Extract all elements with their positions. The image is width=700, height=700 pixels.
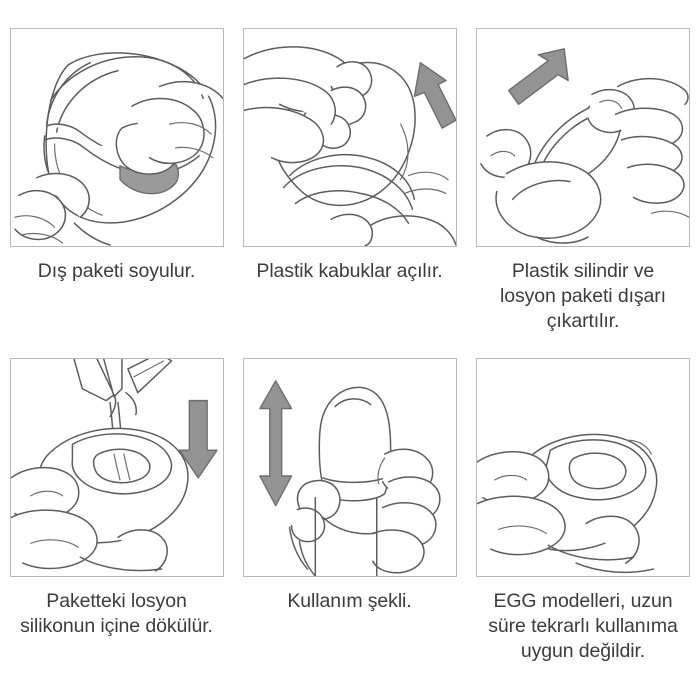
step-5-caption: Kullanım şekli. — [242, 589, 457, 614]
step-2-illustration-frame — [242, 28, 457, 247]
step-2-caption: Plastik kabuklar açılır. — [242, 259, 457, 284]
egg-single-use-warning-drawing — [477, 433, 658, 574]
caption-line: çıkartılır. — [546, 310, 620, 332]
step-3-illustration-frame — [476, 28, 690, 247]
caption-line: Plastik silindir ve — [511, 260, 655, 282]
step-5-illustration-frame — [242, 358, 457, 577]
step-3: Plastik silindir ve losyon paketi dışarı… — [466, 28, 700, 358]
step-6-caption: EGG modelleri, uzun süre tekrarlı kullan… — [476, 589, 691, 664]
step-1: Dış paketi soyulur. — [0, 28, 233, 358]
step-6-illustration-frame — [476, 358, 690, 577]
step-4: Paketteki losyon silikonun içine dökülür… — [0, 358, 233, 688]
caption-line: süre tekrarlı kullanıma — [488, 615, 678, 637]
step-4-caption: Paketteki losyon silikonun içine dökülür… — [9, 589, 224, 639]
step-6: EGG modelleri, uzun süre tekrarlı kullan… — [466, 358, 700, 688]
step-2: Plastik kabuklar açılır. — [233, 28, 466, 358]
peeling-outer-package-drawing — [13, 52, 223, 246]
step-4-illustration-frame — [9, 358, 224, 577]
step-3-caption: Plastik silindir ve losyon paketi dışarı… — [476, 259, 691, 334]
caption-line: silikonun içine dökülür. — [20, 615, 213, 637]
step-5: Kullanım şekli. — [233, 358, 466, 688]
caption-line: losyon paketi dışarı — [499, 285, 666, 307]
arrow-down — [178, 399, 218, 479]
caption-line: EGG modelleri, uzun — [493, 590, 673, 612]
step-1-illustration-frame — [9, 28, 224, 247]
arrow-up-tilted — [413, 62, 456, 129]
arrow-double-vertical — [258, 380, 292, 507]
pouring-lotion-drawing — [10, 359, 218, 572]
usage-stroking-drawing — [258, 380, 441, 576]
opening-plastic-shell-drawing — [243, 46, 456, 246]
caption-line: Kullanım şekli. — [287, 590, 412, 612]
caption-line: uygun değildir. — [520, 640, 646, 662]
caption-line: Paketteki losyon — [46, 590, 187, 612]
step-1-caption: Dış paketi soyulur. — [9, 259, 224, 284]
caption-line: Plastik kabuklar açılır. — [256, 260, 443, 282]
removing-plastic-cylinder-drawing — [480, 48, 689, 244]
arrow-up-right-diagonal — [508, 48, 569, 106]
caption-line: Dış paketi soyulur. — [37, 260, 196, 282]
